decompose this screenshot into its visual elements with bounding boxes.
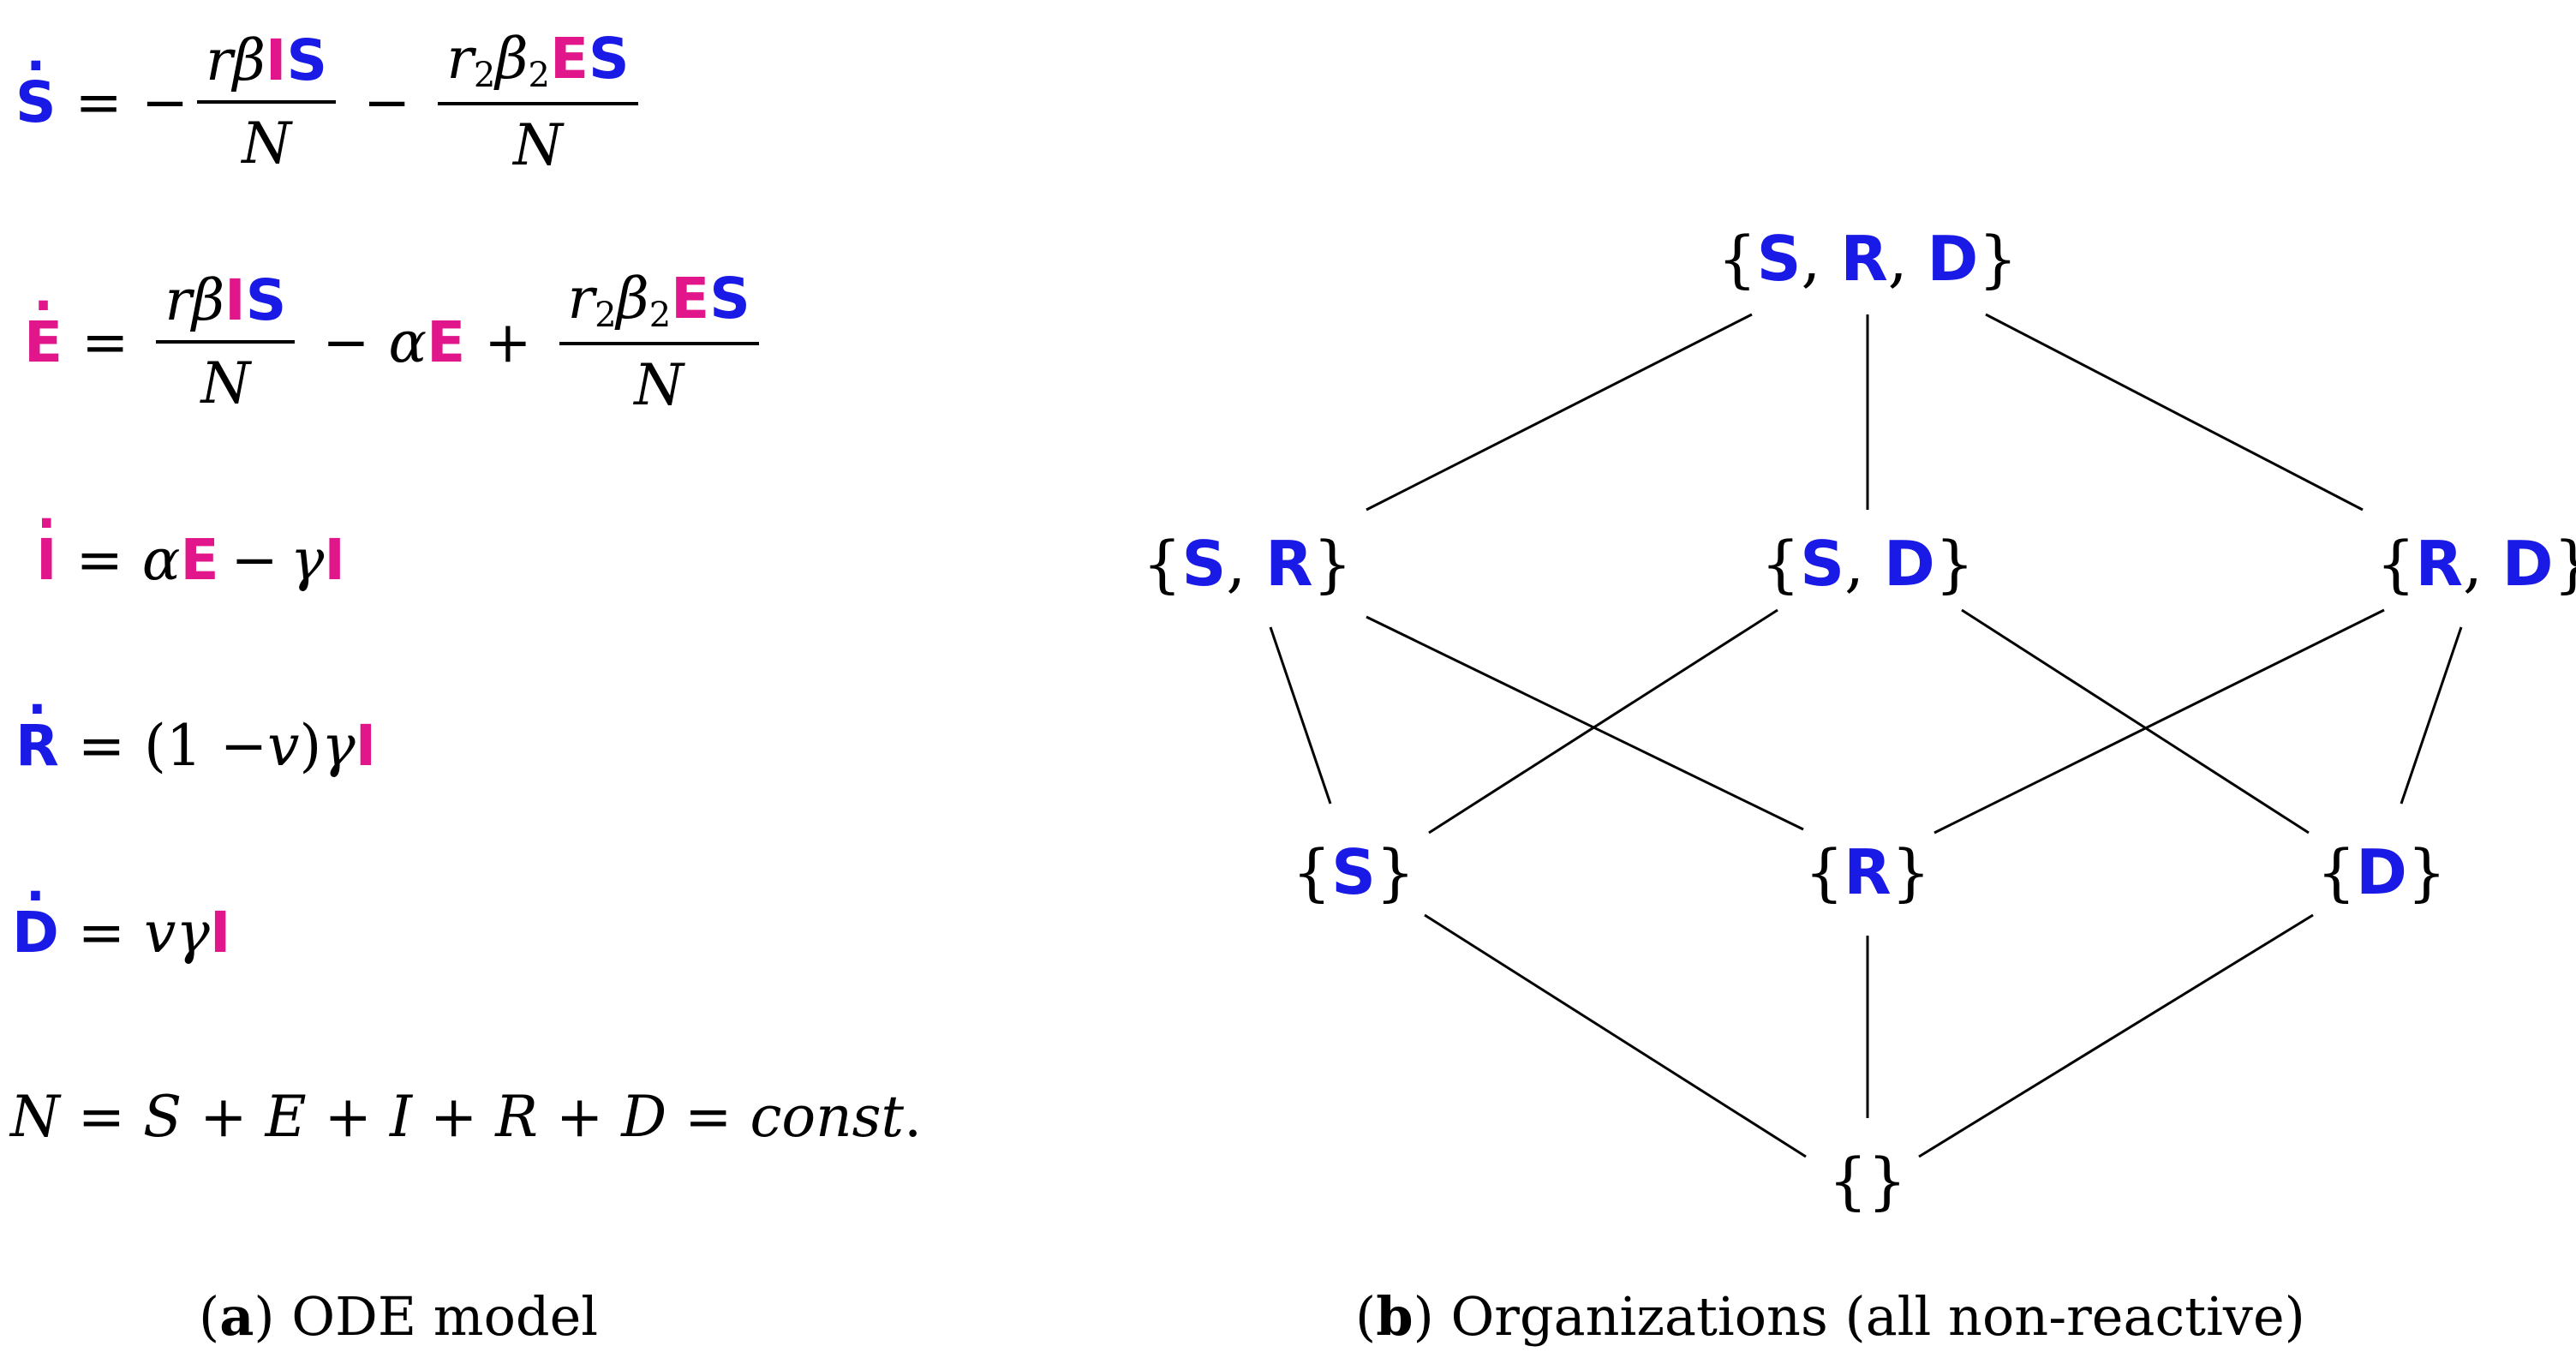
edge-rd-r <box>1933 608 2385 835</box>
node-rd: {R, D} <box>2376 528 2576 600</box>
node-sr: {S, R} <box>1142 528 1353 600</box>
lhs-i: ·I <box>36 494 57 593</box>
fraction-s-1: rβIS N <box>197 27 336 176</box>
lhs-s: ·S <box>15 35 57 135</box>
node-sd: {S, D} <box>1760 528 1975 600</box>
node-empty: {} <box>1828 1145 1907 1217</box>
fraction-e-1: rβIS N <box>156 267 296 416</box>
fraction-e-2: r2β2ES N <box>559 266 759 418</box>
edge-top-rd <box>1985 313 2364 512</box>
lhs-d: ·D <box>12 866 59 966</box>
lhs-r: ·R <box>15 679 59 779</box>
caption-a: (a) ODE model <box>199 1285 599 1348</box>
edge-sr-s <box>1269 626 1332 805</box>
node-top: {S, R, D} <box>1717 223 2018 295</box>
edge-sd-d <box>1961 608 2310 835</box>
node-d: {D} <box>2316 836 2447 908</box>
edge-sd-s <box>1428 608 1778 835</box>
edge-sr-r <box>1366 615 1804 831</box>
equation-s: ·S = − rβIS N − r2β2ES N <box>15 26 647 178</box>
lhs-e: ·E <box>24 275 63 375</box>
caption-b: (b) Organizations (all non-reactive) <box>1355 1285 2305 1348</box>
node-r: {R} <box>1804 836 1931 908</box>
edge-d-empty <box>1918 913 2314 1158</box>
edge-top-sr <box>1366 313 1753 512</box>
node-s: {S} <box>1292 836 1415 908</box>
edge-rd-d <box>2400 626 2463 805</box>
equation-n: N = S + E + I + R + D = const. <box>10 1084 923 1150</box>
fraction-s-2: r2β2ES N <box>438 26 638 178</box>
edge-s-empty <box>1424 913 1807 1158</box>
